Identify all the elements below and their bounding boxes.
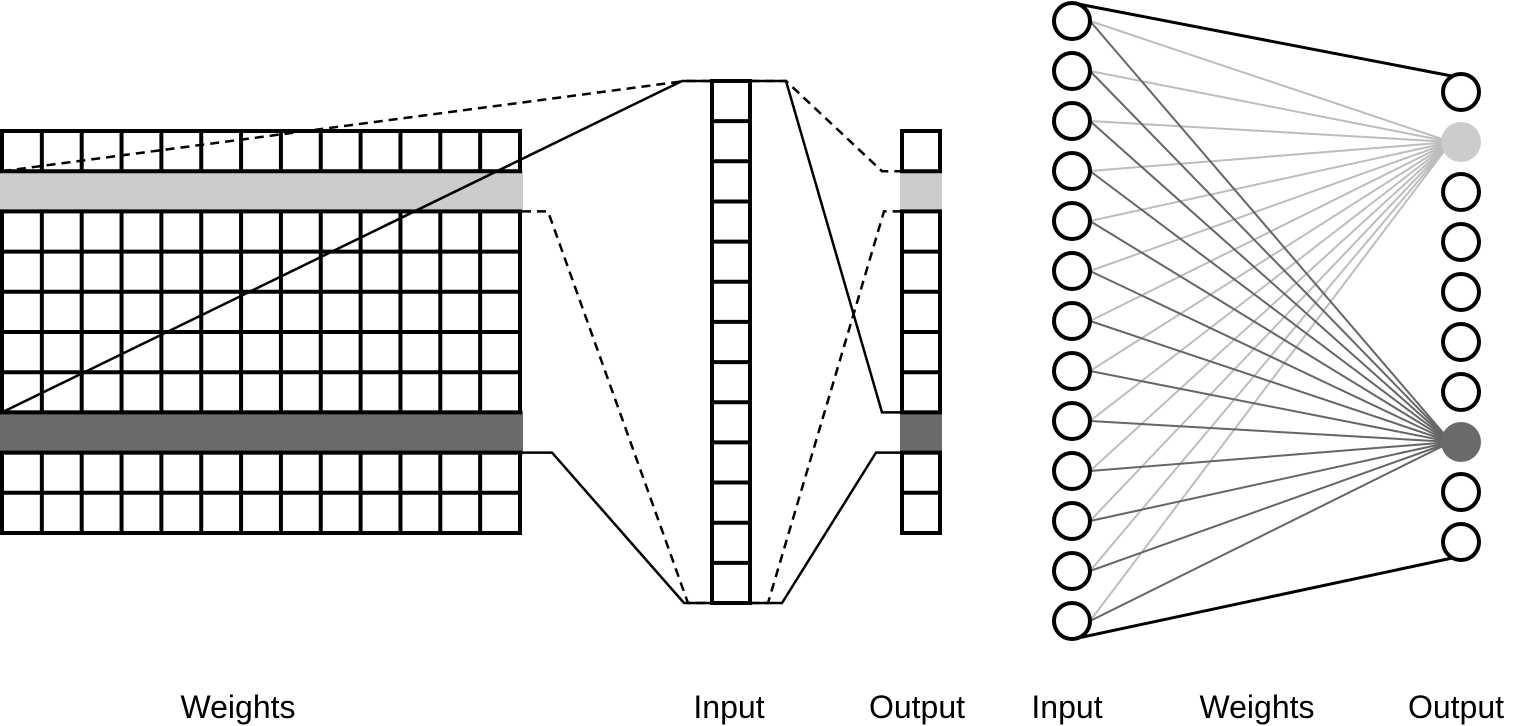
network-output-label: Output: [1408, 689, 1504, 725]
network-view: [1052, 1, 1481, 641]
network-input-node: [1052, 151, 1092, 191]
network-edge-dark: [1089, 420, 1452, 443]
network-output-node: [1441, 522, 1481, 562]
connector-input-to-light-output-top: [750, 79, 902, 173]
network-edge-dark: [1089, 441, 1452, 522]
network-input-node: [1052, 351, 1092, 391]
network-edge-dark: [1089, 270, 1452, 443]
network-input-nodes: [1052, 1, 1092, 641]
output-vector: [900, 129, 942, 535]
network-edge-light: [1089, 141, 1452, 272]
network-edge-dark: [1089, 120, 1452, 443]
network-edge-light: [1089, 120, 1452, 143]
network-input-node: [1052, 551, 1092, 591]
network-input-node: [1052, 501, 1092, 541]
network-input-label: Input: [1031, 689, 1102, 725]
network-input-node: [1052, 451, 1092, 491]
network-edge-dark: [1089, 441, 1452, 572]
network-input-node: [1052, 401, 1092, 441]
network-output-nodes: [1441, 72, 1481, 562]
weight-matrix-grid: [0, 129, 522, 535]
network-edge-dark: [1089, 70, 1452, 443]
network-outline: [1077, 2, 1458, 640]
network-output-node: [1441, 372, 1481, 412]
connector-light-row-top: [1, 79, 712, 173]
network-output-node: [1441, 222, 1481, 262]
network-input-node: [1052, 601, 1092, 641]
network-output-node: [1441, 272, 1481, 312]
connector-light-row-bottom: [522, 210, 712, 605]
network-input-node: [1052, 251, 1092, 291]
network-output-node: [1441, 72, 1481, 112]
network-input-node: [1052, 201, 1092, 241]
network-edge-dark: [1089, 20, 1452, 443]
network-edge-dark: [1089, 370, 1452, 443]
network-output-node-light: [1441, 122, 1481, 162]
network-output-node: [1441, 472, 1481, 512]
weight-row-highlight-light: [0, 169, 523, 214]
input-vector: [710, 79, 752, 605]
connector-input-to-dark-output-top: [750, 79, 902, 414]
network-edge-light: [1089, 20, 1452, 143]
output-label: Output: [869, 689, 965, 725]
connector-dark-row-top: [1, 79, 712, 414]
network-edge-light: [1089, 141, 1452, 172]
network-edge-dark: [1089, 320, 1452, 443]
network-input-node: [1052, 301, 1092, 341]
output-cell-highlight-dark: [900, 410, 942, 455]
input-vector-frame: [710, 79, 752, 605]
network-edge-dark: [1089, 441, 1452, 622]
weights-label: Weights: [180, 689, 295, 725]
network-outline-top: [1077, 2, 1458, 79]
network-input-node: [1052, 51, 1092, 91]
connector-dark-row-bottom: [522, 451, 712, 605]
weight-row-highlights: [0, 169, 523, 455]
network-input-node: [1052, 101, 1092, 141]
network-edge-light: [1089, 70, 1452, 143]
matrix-vector-view: [0, 79, 942, 605]
connector-input-to-dark-output-bottom: [750, 451, 902, 605]
network-output-node: [1441, 172, 1481, 212]
network-outline-bottom: [1077, 555, 1458, 640]
network-edges: [1089, 20, 1452, 622]
input-label: Input: [693, 689, 764, 725]
network-edge-dark: [1089, 220, 1452, 443]
weight-row-highlight-dark: [0, 410, 523, 455]
output-cell-highlight-light: [900, 169, 942, 214]
network-edge-dark: [1089, 170, 1452, 443]
network-edge-light: [1089, 141, 1452, 222]
matrix-connectors: [1, 79, 902, 605]
network-output-node: [1441, 322, 1481, 362]
network-input-node: [1052, 1, 1092, 41]
network-weights-label: Weights: [1199, 689, 1314, 725]
network-output-node-dark: [1441, 422, 1481, 462]
network-edge-dark: [1089, 441, 1452, 472]
